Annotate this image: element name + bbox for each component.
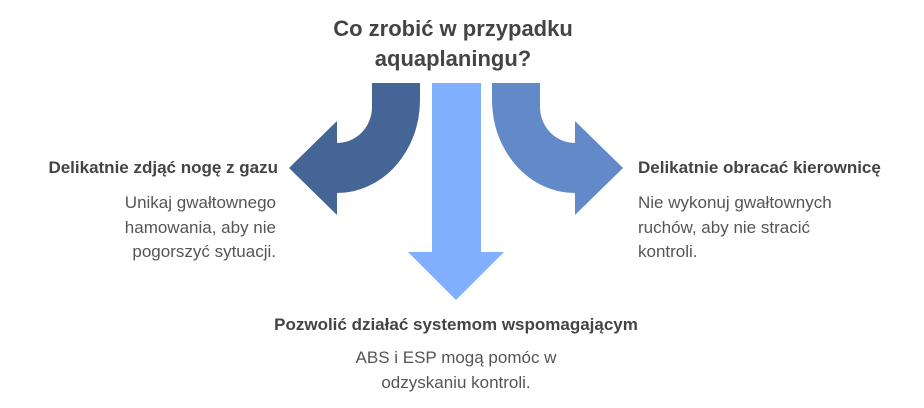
left-curved-arrow-icon <box>289 83 420 215</box>
left-heading: Delikatnie zdjąć nogę z gazu <box>48 158 278 177</box>
diagram-title: Co zrobić w przypadku aquaplaningu? <box>0 14 906 74</box>
right-heading: Delikatnie obracać kierownicę <box>638 158 881 177</box>
bottom-description: ABS i ESP mogą pomóc w odzyskaniu kontro… <box>0 346 912 395</box>
left-line: Unikaj gwałtownego <box>124 193 276 212</box>
right-description: Nie wykonuj gwałtownych ruchów, aby nie … <box>638 191 832 265</box>
right-curved-arrow-icon <box>492 83 623 215</box>
bottom-line: odzyskaniu kontroli. <box>381 372 531 392</box>
bottom-heading: Pozwolić działać systemom wspomagającym <box>274 315 638 334</box>
right-line: ruchów, aby nie stracić <box>638 217 810 237</box>
left-description: Unikaj gwałtownego hamowania, aby nie po… <box>125 191 276 265</box>
bottom-line: ABS i ESP mogą pomóc w <box>355 348 557 367</box>
title-line-2: aquaplaningu? <box>374 46 532 71</box>
title-line-1: Co zrobić w przypadku <box>333 16 573 41</box>
right-line: kontroli. <box>638 242 698 261</box>
right-line: Nie wykonuj gwałtownych <box>638 193 832 212</box>
down-arrow-icon <box>408 83 504 300</box>
left-line: hamowania, aby nie <box>124 217 276 237</box>
left-line: pogorszyć sytuacji. <box>132 242 276 261</box>
